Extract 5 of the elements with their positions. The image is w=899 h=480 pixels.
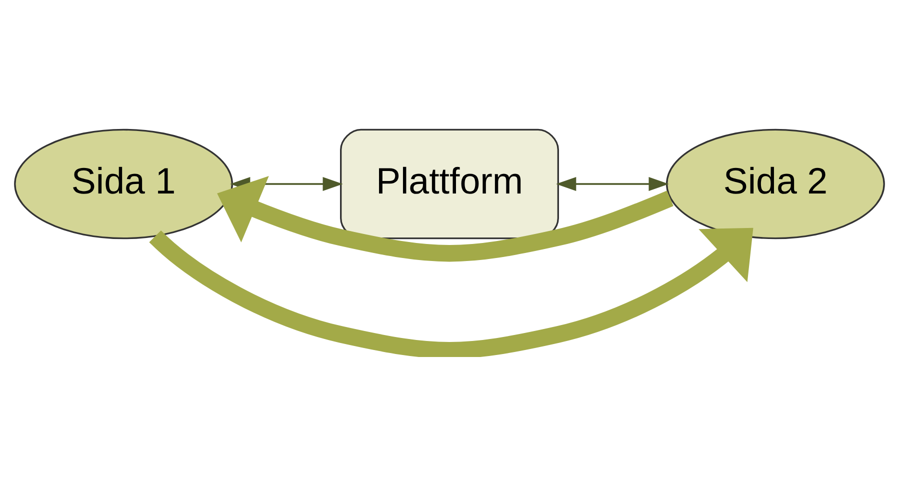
node-ellipse: Sida 2 — [666, 128, 885, 240]
node-box: Plattform — [340, 128, 559, 240]
arrow — [556, 176, 669, 192]
node-ellipse: Sida 1 — [14, 128, 234, 240]
arrow — [149, 228, 754, 357]
